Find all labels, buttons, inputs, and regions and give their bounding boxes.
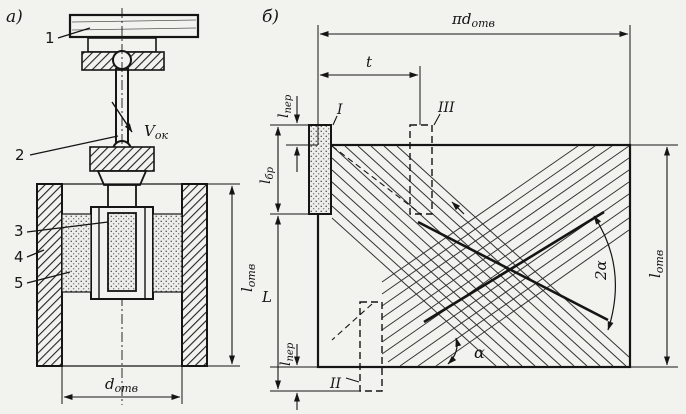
pitch-dimension: t [319, 53, 421, 125]
pitch-label: t [366, 53, 373, 71]
stone-length-label: lбр [258, 166, 276, 184]
angle-label: α [474, 343, 485, 362]
stone-position-iii-label: III [437, 100, 455, 116]
part-1-label: 1 [45, 29, 55, 47]
overtravel-top-label: lпер [276, 94, 294, 118]
cross-angle-label: 2α [592, 260, 610, 281]
panel-a-tag: a) [6, 7, 23, 27]
bisector-descending [417, 220, 609, 322]
panel-b-tag: б) [262, 7, 279, 27]
velocity-arrow [111, 101, 133, 133]
travel-direction-arrow [451, 201, 465, 215]
hatch-traces-descending [331, 145, 630, 367]
spindle-head [68, 13, 200, 71]
surface-height-dimension: lотв [630, 144, 678, 368]
stone-position-i [308, 124, 332, 215]
overtravel-bottom-label: lпер [278, 342, 296, 366]
stone-position-ii [359, 301, 383, 392]
bore-height-label: lотв [238, 264, 258, 292]
part-3-label: 3 [14, 222, 24, 240]
stroke-length-label: L [261, 288, 272, 306]
travel-path-lower [331, 303, 373, 341]
bore-diameter-dimension: dотв [61, 366, 183, 404]
part-5-label: 5 [14, 274, 24, 292]
bisector-ascending [423, 210, 605, 324]
cross-angle-arc [593, 215, 616, 331]
part-callouts: 1 2 3 4 5 [14, 27, 119, 292]
velocity-label: Vок [144, 122, 168, 142]
stone-position-iii [409, 124, 433, 215]
angle-arc [447, 337, 462, 365]
part-4-label: 4 [14, 248, 24, 266]
left-vertical-dimensions: lпер lбр L lпер [258, 94, 360, 410]
circumference-label: πdотв [451, 10, 495, 30]
panel-b: б) [258, 7, 678, 410]
stone-position-i-label: I [336, 102, 343, 118]
circumference-dimension: πdотв [317, 10, 631, 145]
travel-path-upper [331, 145, 422, 215]
surface-height-label: lотв [646, 250, 666, 278]
bore-height-dimension: lотв [207, 183, 258, 367]
bore-diameter-label: dотв [105, 375, 138, 395]
stone-position-ii-label: II [329, 376, 342, 392]
panel-a: a) [6, 7, 258, 405]
part-2-label: 2 [15, 146, 25, 164]
